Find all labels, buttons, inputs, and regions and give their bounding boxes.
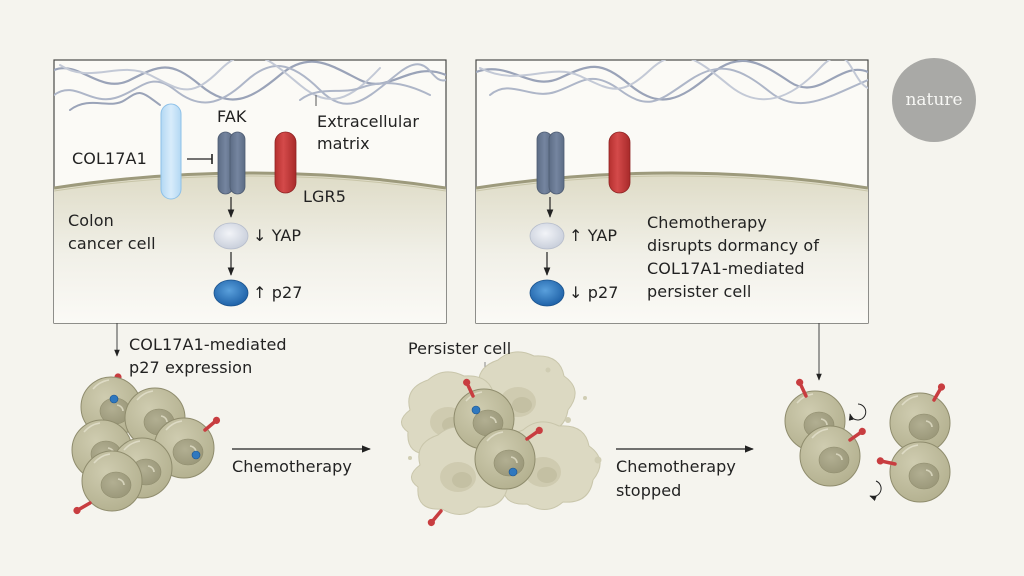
p27-label: ↓ p27 [569,283,619,302]
persister-cell-label: Persister cell [408,339,512,358]
chemotherapy-stopped-label-line2: stopped [616,481,682,500]
proliferating-cells [784,375,951,503]
ecm-label-line2: matrix [317,134,370,153]
cell-label-line1: Colon [68,211,114,230]
col17a1-receptor [160,103,182,200]
lgr5-receptor [274,131,297,194]
chemotherapy-stopped-label-line1: Chemotherapy [616,457,736,476]
lgr5-label: LGR5 [303,187,347,206]
extracellular-matrix-fibers [54,60,446,111]
caption-line: persister cell [647,282,752,301]
division-arrow-icon [869,480,882,501]
p27-dot [191,450,201,460]
chemotherapy-label: Chemotherapy [232,457,352,476]
caption-line: disrupts dormancy of [647,236,820,255]
p27-protein [529,279,565,307]
fak-label: FAK [217,107,247,126]
fak-receptor [217,131,246,195]
caption-line: Chemotherapy [647,213,767,232]
extracellular-matrix-fibers [476,60,868,105]
caption-line: COL17A1-mediated [647,259,805,278]
expression-label-line1: COL17A1-mediated [129,335,287,354]
cytoplasm-region [54,173,446,323]
cell-membrane [54,171,446,190]
p27-dot [508,467,518,477]
cell-label-line2: cancer cell [68,234,156,253]
ecm-label-line1: Extracellular [317,112,420,131]
p27-dot [109,394,119,404]
yap-protein [529,222,565,250]
right-panel [475,59,869,324]
p27-label: ↑ p27 [253,283,303,302]
persister-cell-cluster [400,351,602,530]
cell-membrane [476,171,868,190]
yap-protein [213,222,249,250]
division-arrow-icon [848,403,867,421]
dormant-cell-cluster [70,371,224,518]
nature-logo: nature [892,58,976,142]
p27-protein [213,279,249,307]
left-panel [53,59,447,324]
fak-receptor [536,131,565,195]
expression-label-line2: p27 expression [129,358,253,377]
yap-label: ↓ YAP [253,226,302,245]
p27-dot [471,405,481,415]
lgr5-receptor [608,131,631,194]
yap-label: ↑ YAP [569,226,618,245]
col17a1-label: COL17A1 [72,149,147,168]
